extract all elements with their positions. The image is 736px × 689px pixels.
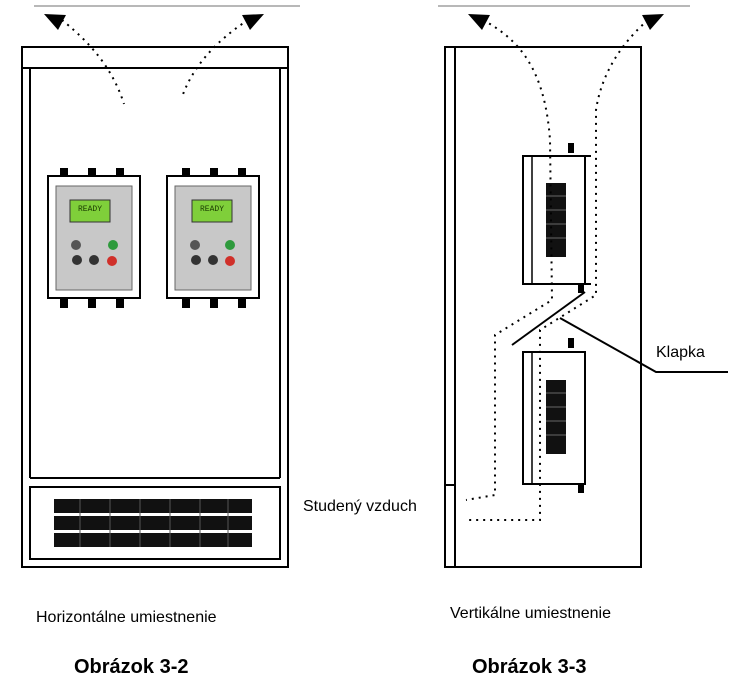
run-key (108, 240, 118, 250)
right-figure-caption: Obrázok 3-3 (472, 656, 587, 678)
cold-air-label: Studený vzduch (303, 498, 417, 515)
flap-label: Klapka (656, 344, 705, 361)
left-figure-subtitle: Horizontálne umiestnenie (36, 609, 217, 626)
down-key (208, 255, 218, 265)
down-key (89, 255, 99, 265)
arrow-up-right-icon (242, 14, 264, 30)
up-key (191, 255, 201, 265)
lcd-display (191, 199, 233, 223)
arrow-up-right-icon (642, 14, 664, 30)
left-airflow-arrows (44, 14, 264, 105)
left-cabinet (21, 46, 289, 568)
left-vent-dividers (79, 499, 229, 547)
arrow-up-left-icon (468, 14, 490, 30)
lcd-text: READY (78, 205, 102, 214)
lcd-text: READY (200, 205, 224, 214)
run-key (225, 240, 235, 250)
prg-key (71, 240, 81, 250)
right-cabinet (444, 46, 642, 568)
left-figure-caption: Obrázok 3-2 (74, 656, 189, 678)
soft-starter-unit-1: READY (47, 168, 141, 308)
stop-key (225, 256, 235, 266)
upper-module (522, 143, 591, 293)
lower-module (522, 338, 586, 493)
soft-starter-unit-2: READY (166, 168, 260, 308)
up-key (72, 255, 82, 265)
flap (511, 291, 728, 373)
right-figure-subtitle: Vertikálne umiestnenie (450, 605, 611, 622)
stop-key (107, 256, 117, 266)
prg-key (190, 240, 200, 250)
arrow-up-left-icon (44, 14, 66, 30)
left-vent-grille (54, 499, 252, 547)
right-airflow-paths (465, 19, 649, 521)
lcd-display (69, 199, 111, 223)
flap-leader-line (559, 317, 728, 373)
